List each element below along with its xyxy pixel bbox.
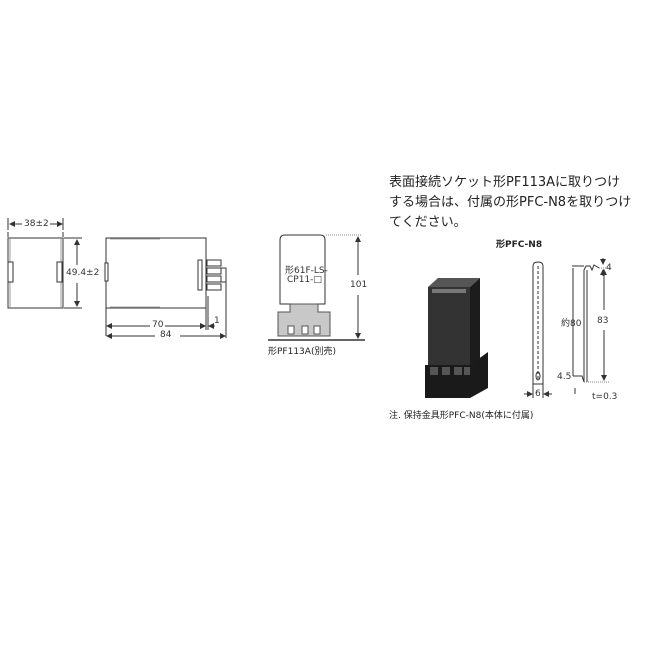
mounted-view-drawing bbox=[268, 234, 365, 341]
side-view-drawing bbox=[104, 237, 227, 339]
clip-width-label: 6 bbox=[535, 389, 541, 399]
product-model-line2: CP11-□ bbox=[287, 275, 322, 285]
relay-with-socket-illustration bbox=[425, 278, 488, 398]
clip-thickness-label: t=0.3 bbox=[592, 392, 618, 402]
retaining-clip-drawing bbox=[524, 258, 610, 398]
clip-top-dim: 4 bbox=[606, 263, 612, 273]
instruction-line-1: 表面接続ソケット形PF113Aに取りつけ bbox=[389, 175, 621, 190]
front-width-label: 38±2 bbox=[24, 219, 49, 229]
instruction-note: 表面接続ソケット形PF113Aに取りつけ する場合は、付属の形PFC-N8を取り… bbox=[389, 173, 631, 233]
body-length-label: 70 bbox=[152, 320, 164, 330]
clip-length-label: 83 bbox=[597, 316, 609, 326]
gap-label: 1 bbox=[214, 316, 220, 326]
total-length-label: 84 bbox=[160, 330, 172, 340]
socket-caption: 形PF113A(別売) bbox=[268, 347, 336, 357]
clip-bottom-dim: 4.5 bbox=[557, 372, 572, 382]
clip-footnote: 注. 保持金具形PFC-N8(本体に付属) bbox=[389, 411, 534, 421]
instruction-line-3: てください。 bbox=[389, 215, 467, 230]
product-model-line1: 形61F-LS- bbox=[285, 266, 328, 276]
clip-approx-length-label: 約80 bbox=[561, 319, 582, 329]
clip-title: 形PFC-N8 bbox=[496, 240, 543, 250]
front-height-label: 49.4±2 bbox=[66, 268, 100, 278]
mounted-height-label: 101 bbox=[350, 280, 368, 290]
front-view-drawing bbox=[7, 218, 82, 309]
instruction-line-2: する場合は、付属の形PFC-N8を取りつけ bbox=[389, 195, 632, 210]
